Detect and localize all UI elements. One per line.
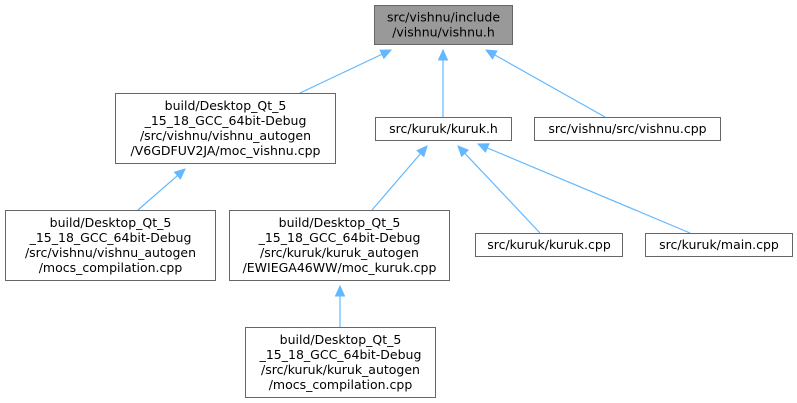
node-moc-vishnu[interactable]: build/Desktop_Qt_5_15_18_GCC_64bit-Debug… <box>115 93 336 164</box>
node-label-line: src/vishnu/src/vishnu.cpp <box>548 121 706 136</box>
arrowhead <box>457 145 470 158</box>
node-label-line: _15_18_GCC_64bit-Debug <box>29 230 192 245</box>
arrowhead <box>334 284 346 297</box>
edge-mocs-kuruk-to-moc-kuruk <box>334 284 346 327</box>
node-label-line: _15_18_GCC_64bit-Debug <box>259 347 422 362</box>
node-label-line: /mocs_compilation.cpp <box>269 377 413 392</box>
node-box <box>375 117 512 141</box>
edge-kuruk-cpp-to-kuruk-h <box>457 145 541 234</box>
arrowhead <box>484 49 498 60</box>
node-label-line: src/kuruk/kuruk.cpp <box>487 237 611 252</box>
arrowhead <box>416 145 428 158</box>
node-kuruk-h[interactable]: src/kuruk/kuruk.h <box>375 117 512 141</box>
edge-vishnu-cpp-to-root <box>484 49 606 118</box>
node-box <box>229 210 450 281</box>
arrowhead <box>437 48 449 61</box>
edge-main-cpp-to-kuruk-h <box>476 143 691 234</box>
node-mocs-kuruk[interactable]: build/Desktop_Qt_5_15_18_GCC_64bit-Debug… <box>245 327 436 398</box>
node-label-line: /V6GDFUV2JA/moc_vishnu.cpp <box>131 143 321 158</box>
node-label-line: /EWIEGA46WW/moc_kuruk.cpp <box>243 260 437 275</box>
node-box <box>534 117 721 141</box>
arrowhead <box>173 168 186 180</box>
node-label-line: src/vishnu/include <box>387 10 500 25</box>
node-mocs-vishnu[interactable]: build/Desktop_Qt_5_15_18_GCC_64bit-Debug… <box>5 210 216 281</box>
edge-mocs-vishnu-to-moc-vishnu <box>137 168 186 211</box>
edges-layer <box>137 48 691 327</box>
node-label-line: /src/vishnu/vishnu_autogen <box>140 128 311 143</box>
node-box <box>115 93 336 164</box>
node-box <box>374 5 513 45</box>
node-kuruk-cpp[interactable]: src/kuruk/kuruk.cpp <box>475 233 623 257</box>
arrowhead <box>379 49 393 60</box>
node-label-line: build/Desktop_Qt_5 <box>279 215 401 230</box>
edge-kuruk-h-to-root <box>437 48 449 117</box>
node-main-cpp[interactable]: src/kuruk/main.cpp <box>645 233 793 257</box>
node-box <box>475 233 623 257</box>
node-label-line: /src/kuruk/kuruk_autogen <box>260 245 419 260</box>
node-label-line: build/Desktop_Qt_5 <box>50 215 172 230</box>
node-box <box>5 210 216 281</box>
node-moc-kuruk[interactable]: build/Desktop_Qt_5_15_18_GCC_64bit-Debug… <box>229 210 450 281</box>
arrowhead <box>476 143 490 153</box>
node-label-line: _15_18_GCC_64bit-Debug <box>258 230 421 245</box>
node-label-line: /vishnu/vishnu.h <box>392 25 495 40</box>
node-label-line: build/Desktop_Qt_5 <box>165 98 287 113</box>
node-label-line: src/kuruk/main.cpp <box>659 237 779 252</box>
node-box <box>645 233 793 257</box>
edge-moc-vishnu-to-root <box>299 49 393 94</box>
node-label-line: src/kuruk/kuruk.h <box>389 121 498 136</box>
nodes-layer: src/vishnu/include/vishnu/vishnu.h build/… <box>5 5 793 398</box>
node-label-line: /src/kuruk/kuruk_autogen <box>261 362 420 377</box>
node-label-line: /src/vishnu/vishnu_autogen <box>25 245 196 260</box>
node-vishnu-cpp[interactable]: src/vishnu/src/vishnu.cpp <box>534 117 721 141</box>
node-root[interactable]: src/vishnu/include/vishnu/vishnu.h <box>374 5 513 45</box>
node-label-line: _15_18_GCC_64bit-Debug <box>144 113 307 128</box>
node-box <box>245 327 436 398</box>
node-label-line: /mocs_compilation.cpp <box>39 260 183 275</box>
edge-moc-kuruk-to-kuruk-h <box>371 145 428 211</box>
node-label-line: build/Desktop_Qt_5 <box>280 332 402 347</box>
